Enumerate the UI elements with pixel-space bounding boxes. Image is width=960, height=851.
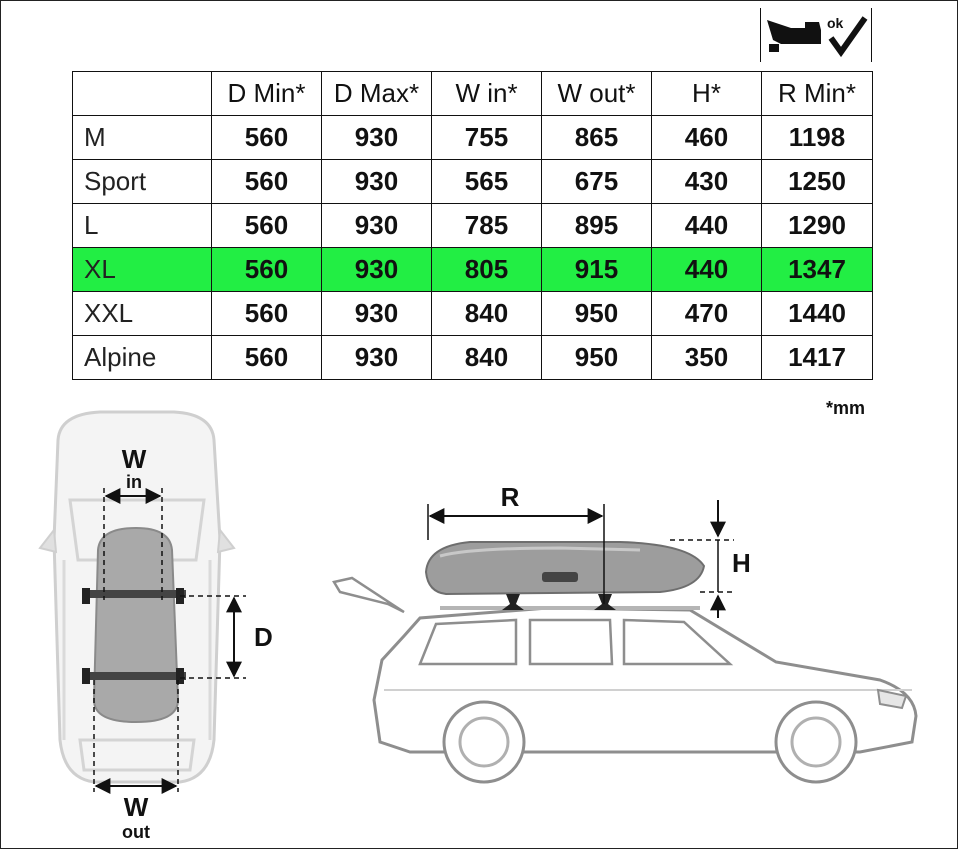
cell-value: 1417	[761, 335, 873, 380]
header-cell: D Min*	[211, 71, 322, 116]
h-dimension: H	[670, 500, 751, 618]
row-label: XL	[72, 247, 212, 292]
cell-value: 675	[541, 159, 652, 204]
cell-value: 565	[431, 159, 542, 204]
roof-box-top-view	[82, 526, 186, 724]
header-cell: R Min*	[761, 71, 873, 116]
cell-value: 350	[651, 335, 762, 380]
cell-value: 560	[211, 335, 322, 380]
cell-value: 440	[651, 247, 762, 292]
table-row: M 560 930 755 865 460 1198	[72, 115, 873, 160]
cell-value: 930	[321, 247, 432, 292]
cell-value: 840	[431, 291, 542, 336]
cell-value: 895	[541, 203, 652, 248]
w-out-sub-label: out	[122, 822, 150, 842]
cell-value: 1290	[761, 203, 873, 248]
cell-value: 930	[321, 115, 432, 160]
car-side-view	[332, 576, 918, 784]
cell-value: 930	[321, 203, 432, 248]
row-label: Sport	[72, 159, 212, 204]
cell-value: 950	[541, 335, 652, 380]
d-label: D	[254, 622, 273, 652]
w-in-dimension: W in	[103, 444, 163, 600]
table-row: Sport 560 930 565 675 430 1250	[72, 159, 873, 204]
r-label: R	[501, 482, 520, 512]
spec-table: D Min* D Max* W in* W out* H* R Min* M 5…	[72, 71, 873, 380]
r-dimension: R	[427, 482, 605, 604]
cell-value: 930	[321, 159, 432, 204]
cell-value: 440	[651, 203, 762, 248]
roof-box-side-view	[424, 541, 706, 610]
cell-value: 950	[541, 291, 652, 336]
cell-value: 1347	[761, 247, 873, 292]
header-cell: W in*	[431, 71, 542, 116]
cell-value: 930	[321, 291, 432, 336]
w-in-label: W	[122, 444, 147, 474]
cell-value: 1198	[761, 115, 873, 160]
cell-value: 560	[211, 291, 322, 336]
cell-value: 930	[321, 335, 432, 380]
unit-note: *mm	[826, 398, 866, 418]
cell-value: 1250	[761, 159, 873, 204]
w-out-dimension: W out	[93, 680, 179, 842]
h-label: H	[732, 548, 751, 578]
row-label: L	[72, 203, 212, 248]
d-dimension: D	[180, 595, 273, 679]
w-in-sub-label: in	[126, 472, 142, 492]
cell-value: 805	[431, 247, 542, 292]
table-row: XXL 560 930 840 950 470 1440	[72, 291, 873, 336]
header-cell	[72, 71, 212, 116]
cell-value: 755	[431, 115, 542, 160]
header-cell: D Max*	[321, 71, 432, 116]
trunk-open-check-icon: ok	[767, 15, 868, 58]
cell-value: 560	[211, 159, 322, 204]
row-label: XXL	[72, 291, 212, 336]
table-row: Alpine 560 930 840 950 350 1417	[72, 335, 873, 380]
cell-value: 460	[651, 115, 762, 160]
row-label: M	[72, 115, 212, 160]
cell-value: 470	[651, 291, 762, 336]
table-header-row: D Min* D Max* W in* W out* H* R Min*	[72, 71, 873, 116]
cell-value: 1440	[761, 291, 873, 336]
trunk-open-badge: ok	[760, 8, 872, 62]
badge-ok-text: ok	[827, 15, 844, 31]
header-cell: W out*	[541, 71, 652, 116]
cell-value: 560	[211, 115, 322, 160]
w-out-label: W	[124, 792, 149, 822]
